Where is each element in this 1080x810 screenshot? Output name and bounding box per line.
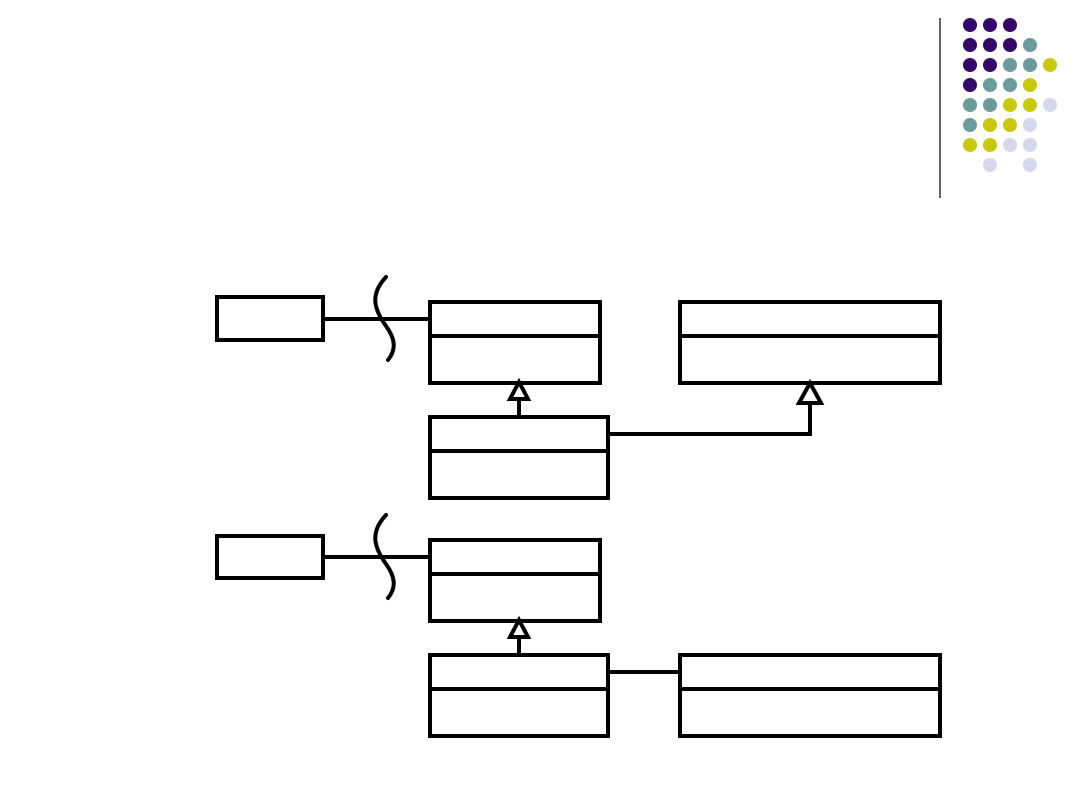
decorative-dot-teal	[1023, 58, 1037, 72]
decorative-dot-yellow	[1003, 98, 1017, 112]
decorative-dot-lavender	[1043, 98, 1057, 112]
decorative-dot-lavender	[1023, 158, 1037, 172]
decorative-dot-yellow	[1043, 58, 1057, 72]
decorative-dot-grid	[963, 18, 1057, 172]
lower-break-mark	[373, 513, 396, 600]
decorative-dot-yellow	[983, 138, 997, 152]
upper-adaptee-class-frame	[678, 300, 942, 385]
decorative-dot-yellow	[963, 138, 977, 152]
decorative-dot-teal	[1003, 78, 1017, 92]
decorative-dot-teal	[983, 98, 997, 112]
decorative-dot-purple	[983, 38, 997, 52]
decorative-dot-purple	[983, 18, 997, 32]
upper-client-box	[215, 295, 325, 342]
decorative-dot-teal	[1023, 38, 1037, 52]
upper-inheritance-arrowhead	[506, 377, 532, 401]
decorative-dot-purple	[1003, 18, 1017, 32]
decorative-dot-teal	[1003, 58, 1017, 72]
decorative-dot-teal	[963, 118, 977, 132]
upper-realization-line	[608, 403, 812, 436]
lower-abstract-class-box	[428, 538, 602, 623]
upper-abstract-class-box	[428, 300, 602, 385]
decorative-dot-yellow	[1023, 98, 1037, 112]
decorative-dot-yellow	[1003, 118, 1017, 132]
decorative-dot-purple	[963, 58, 977, 72]
lower-client-box	[215, 534, 325, 580]
decorative-dot-yellow	[983, 118, 997, 132]
decorative-dot-purple	[963, 18, 977, 32]
upper-concrete-class-box	[428, 415, 610, 500]
upper-abstract-class-frame	[428, 300, 602, 385]
decorative-dot-yellow	[1023, 78, 1037, 92]
upper-break-mark	[373, 275, 396, 362]
lower-adaptee-class-frame	[678, 653, 942, 738]
upper-concrete-class-frame	[428, 415, 610, 500]
decorative-dot-teal	[983, 78, 997, 92]
decorative-dot-lavender	[1023, 118, 1037, 132]
lower-concrete-class-frame	[428, 653, 610, 738]
upper-diagram	[215, 275, 942, 500]
decorative-dot-lavender	[1023, 138, 1037, 152]
decorative-dot-lavender	[983, 158, 997, 172]
lower-adaptee-class-box	[678, 653, 942, 738]
decorative-dot-lavender	[1003, 138, 1017, 152]
lower-abstract-class-frame	[428, 538, 602, 623]
decorative-dot-purple	[983, 58, 997, 72]
lower-diagram	[215, 513, 942, 738]
lower-inheritance-arrowhead	[506, 615, 532, 639]
upper-realization-arrowhead	[795, 378, 825, 405]
decorative-dot-purple	[963, 38, 977, 52]
upper-adaptee-class-box	[678, 300, 942, 385]
decorative-dot-teal	[963, 98, 977, 112]
decorative-dot-purple	[1003, 38, 1017, 52]
lower-concrete-class-box	[428, 653, 610, 738]
decorative-dot-purple	[963, 78, 977, 92]
